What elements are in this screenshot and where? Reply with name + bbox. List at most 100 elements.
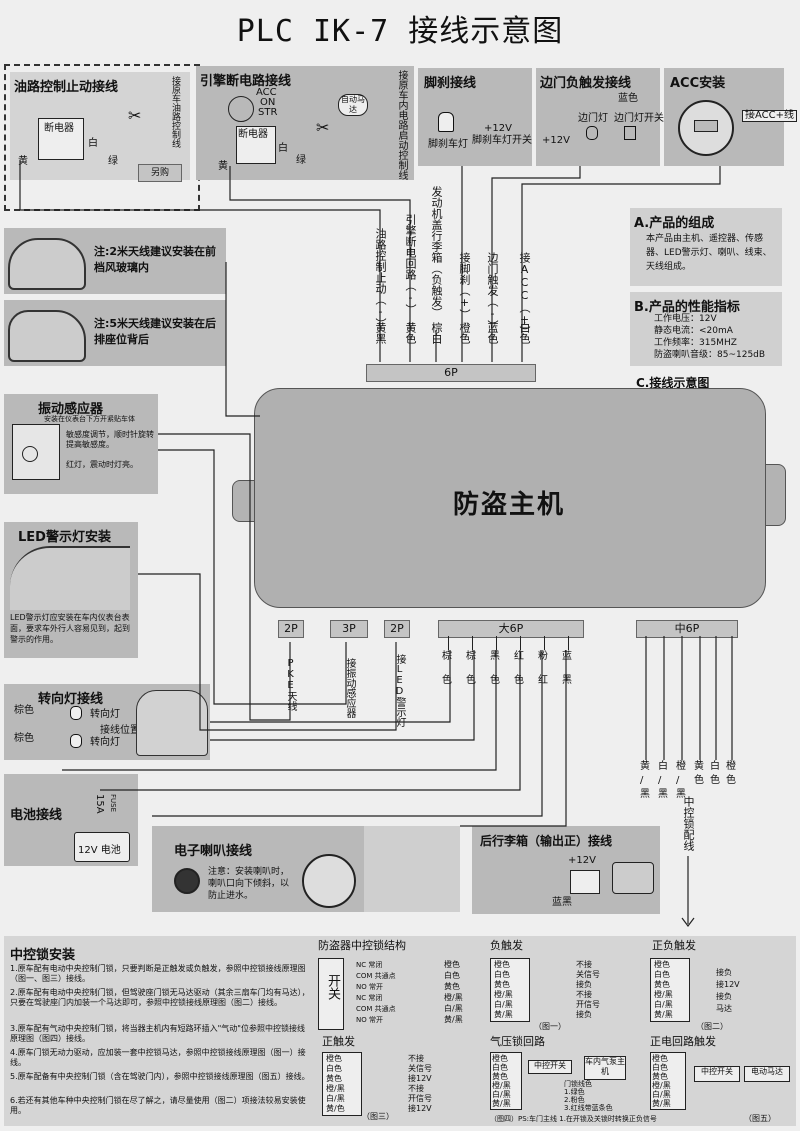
- neg-right: 接负: [576, 1010, 592, 1019]
- antenna1-note: 注:2米天线建议安装在前档风玻璃内: [94, 245, 217, 274]
- big6p-color-label: 色: [466, 675, 476, 686]
- oil-buy: 另购: [138, 164, 182, 182]
- wire-6p-3-color: 棕白: [430, 322, 443, 344]
- air-row: 橙色: [492, 1054, 508, 1063]
- connector-2p-a: 2P: [278, 620, 304, 638]
- air-note1: 门锁线色: [564, 1080, 592, 1088]
- engine-key-icon: [228, 96, 254, 122]
- zc-box: [322, 1052, 362, 1116]
- door-v12: +12V: [542, 135, 570, 146]
- circ-row: 橙色: [652, 1054, 668, 1063]
- pos-right: 接负: [716, 968, 732, 977]
- brake-title: 脚刹接线: [424, 76, 477, 91]
- door-lamp-icon: [586, 126, 598, 140]
- neg-row: 橙色: [494, 960, 510, 969]
- engine-title: 引擎断电路接线: [200, 74, 292, 89]
- air-row: 黄/黑: [492, 1099, 511, 1108]
- struct-row-label: COM 共通点: [356, 1005, 396, 1013]
- zc-row: 橙色: [326, 1054, 342, 1063]
- big6p-color-label: 色: [442, 675, 452, 686]
- neg-row: 橙/黑: [494, 990, 513, 999]
- air-box-left: [490, 1052, 522, 1110]
- product-b-line4: 防盗喇叭音级：85~125dB: [654, 350, 766, 360]
- zc-title: 正触发: [322, 1035, 355, 1048]
- circ-row: 黄/黑: [652, 1099, 671, 1108]
- turn-c1: 棕色: [14, 705, 34, 716]
- big6p-color-label: 棕: [442, 651, 452, 662]
- product-b: B.产品的性能指标 工作电压：12V 静态电流：<20mA 工作频率：315MH…: [630, 292, 782, 366]
- product-b-line2: 静态电流：<20mA: [654, 326, 733, 336]
- struct-row-label: NC 常闭: [356, 994, 383, 1002]
- air-row: 白色: [492, 1063, 508, 1072]
- pos-row: 白色: [654, 970, 670, 979]
- central-lock-title: 中控锁安装: [10, 948, 76, 963]
- mid6p-color-label: 白: [658, 761, 668, 772]
- mid6p-color-label: 橙: [676, 761, 686, 772]
- zc-row: 白/黑: [326, 1094, 345, 1103]
- mid6p-color-label: /: [658, 775, 662, 786]
- connector-2p-b: 2P: [384, 620, 410, 638]
- brake-v12: +12V: [484, 123, 512, 134]
- product-a: A.产品的组成 本产品由主机、遥控器、传感器、LED警示灯、喇叭、线束、天线组成…: [630, 208, 782, 286]
- battery-title: 电池接线: [10, 808, 63, 823]
- air-title: 气压锁回路: [490, 1035, 545, 1048]
- acc-panel: ACC安装 接ACC+线: [664, 68, 798, 166]
- neg-right: 接负: [576, 980, 592, 989]
- brake-lamp: 脚刹车灯: [428, 139, 468, 150]
- turn-panel: 转向灯接线 棕色 棕色 转向灯 转向灯 接线位置: [4, 684, 210, 760]
- antenna2-panel: 注:5米天线建议安装在后排座位背后: [4, 300, 226, 366]
- zc-right: 接12V: [408, 1104, 432, 1113]
- pos-box: [650, 958, 690, 1022]
- mid6p-color-label: 色: [710, 775, 720, 786]
- door-panel: 边门负触发接线 蓝色 边门灯 边门灯开关 +12V: [536, 68, 664, 166]
- trunk-actuator-icon: [612, 862, 654, 894]
- vib-desc: 安装在仪表台下方开紧贴车体: [44, 415, 135, 423]
- neg-row: 白/黑: [494, 1000, 513, 1009]
- acc-wire: 接ACC+线: [742, 110, 798, 122]
- trunk-relay-icon: [570, 870, 600, 894]
- vib-title: 振动感应器: [38, 402, 104, 417]
- car-rear-icon: [8, 310, 86, 362]
- big6p-color-label: 红: [514, 651, 524, 662]
- circ-row: 白色: [652, 1063, 668, 1072]
- turn-pos: 接线位置: [100, 725, 140, 736]
- air-row: 白/黑: [492, 1090, 511, 1099]
- struct-row-color: 橙/黑: [444, 993, 463, 1002]
- turn-l1: 转向灯: [90, 709, 120, 720]
- pos-row: 橙/黑: [654, 990, 673, 999]
- connector-3p: 3P: [330, 620, 368, 638]
- connector-big-6p: 大6P: [438, 620, 584, 638]
- product-a-text: 本产品由主机、遥控器、传感器、LED警示灯、喇叭、线束、天线组成。: [646, 234, 772, 272]
- product-a-title: A.产品的组成: [634, 216, 715, 231]
- car-front-icon: [8, 238, 86, 290]
- door-lamp: 边门灯: [578, 113, 608, 124]
- air-note2: 1.绿色: [564, 1088, 585, 1096]
- big6p-color-label: 蓝: [562, 651, 572, 662]
- wire-6p-1-color: 黄黑: [374, 322, 387, 344]
- big6p-wire: [496, 636, 498, 650]
- acc-key-slot-icon: [694, 120, 718, 132]
- bottom-conn-1-text: PKE天线: [285, 658, 296, 711]
- brake-panel: 脚刹接线 +12V 脚刹车灯 脚刹车灯开关: [418, 68, 532, 166]
- battery-fuse: 15A: [94, 794, 105, 814]
- central-lock-line6: 6.若还有其他车种中央控制门锁在尽了解之，请尽量使用（图二）项接法较易安装使用。: [10, 1096, 306, 1115]
- oil-green: 绿: [108, 156, 118, 167]
- battery-fuse2: FUSE: [109, 794, 117, 813]
- central-lock-line1: 1.原车配有电动中央控制门锁，只要判断是正触发或负触发，参照中控锁接线原理图（图…: [10, 964, 306, 983]
- oil-white: 白: [88, 138, 98, 149]
- air-pump: 车内气泵主机: [584, 1056, 626, 1080]
- neg-right: 开信号: [576, 1000, 600, 1009]
- engine-str: STR: [258, 107, 278, 118]
- zc-row: 黄色: [326, 1074, 342, 1083]
- pos-fig: （图二）: [696, 1022, 728, 1031]
- mid6p-color-label: 黄: [694, 761, 704, 772]
- circ-title: 正电回路触发: [650, 1035, 716, 1048]
- vib-adj: 敏感度调节，顺时针旋转提高敏感度。: [66, 430, 154, 449]
- zc-right: 不接: [408, 1084, 424, 1093]
- circ-motor: 电动马达: [744, 1066, 790, 1082]
- bottom-conn-2-text: 接振动感应器: [344, 658, 355, 718]
- battery-label: 12V 电池: [78, 845, 121, 856]
- central-lock-line5: 5.原车配备有中央控制门锁（含在驾驶门内），参照中控锁接线原理图（图五）接线。: [10, 1072, 310, 1081]
- hood-image: [364, 826, 460, 912]
- big6p-wire: [568, 636, 570, 650]
